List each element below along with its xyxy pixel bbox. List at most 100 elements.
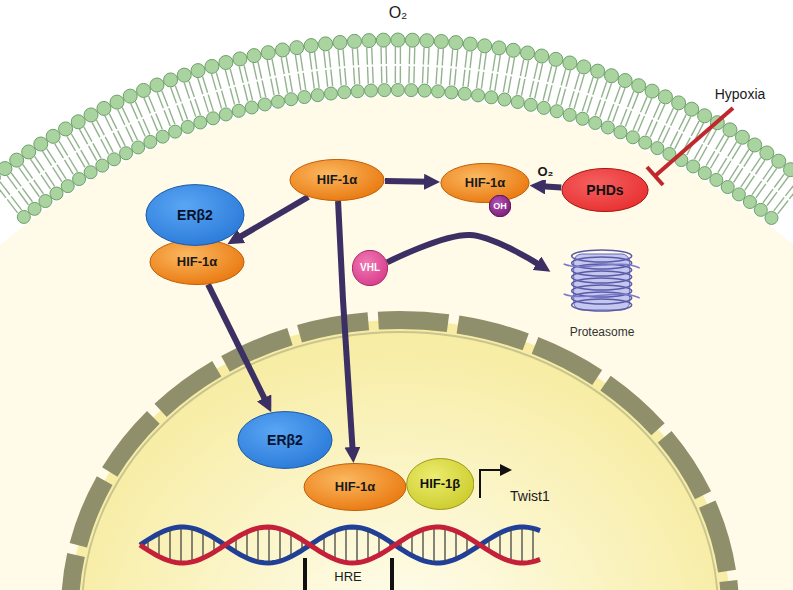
- lipid-tail: [289, 75, 292, 92]
- lipid-tail: [211, 74, 216, 90]
- lipid-head: [723, 123, 737, 137]
- lipid-tail: [315, 52, 317, 69]
- lipid-tail: [767, 192, 777, 206]
- lipid-tail: [621, 109, 627, 125]
- lipid-head: [245, 101, 258, 114]
- protein-ellipse: HIF-1α: [440, 163, 530, 203]
- lipid-tail: [413, 66, 415, 83]
- lipid-head: [735, 130, 749, 144]
- protein-ellipse: HIF-1α: [303, 463, 407, 511]
- lipid-head: [698, 109, 712, 123]
- lipid-head: [17, 210, 30, 223]
- lipid-head: [784, 163, 793, 177]
- node-text: HIF-1α: [177, 255, 218, 270]
- shape-fill: [562, 168, 648, 211]
- lipid-head: [108, 153, 121, 166]
- lipid-tail: [109, 114, 117, 129]
- lipid-head: [144, 135, 157, 148]
- lipid-tail: [354, 67, 355, 84]
- arrow-connector: [338, 201, 353, 451]
- lipid-tail: [71, 134, 80, 149]
- lipid-head: [84, 108, 98, 122]
- lipid-tail: [553, 67, 557, 84]
- dna-rung: [499, 533, 500, 557]
- lipid-head: [304, 39, 318, 53]
- node-text: VHL: [360, 262, 380, 274]
- gene-label: Twist1: [510, 488, 550, 504]
- lipid-tail: [386, 66, 388, 83]
- lipid-tail: [135, 102, 142, 118]
- lipid-tail: [195, 99, 200, 115]
- lipid-tail: [561, 69, 565, 85]
- dna-rung: [180, 527, 181, 563]
- shape-fill: [441, 163, 529, 202]
- lipid-head: [601, 121, 614, 134]
- vhl-circle: VHL: [352, 250, 388, 286]
- lipid-head: [233, 52, 247, 66]
- lipid-head: [524, 98, 537, 111]
- lipid-head: [261, 46, 275, 60]
- lipid-tail: [561, 89, 565, 105]
- lipid-tail: [778, 200, 788, 213]
- lipid-head: [563, 56, 577, 70]
- lipid-tail: [286, 56, 289, 73]
- lipid-tail: [34, 180, 44, 194]
- node-text: ERβ2: [267, 432, 303, 448]
- lipid-tail: [235, 87, 239, 103]
- lipid-head: [61, 180, 74, 193]
- lipid-head: [521, 46, 535, 60]
- lipid-head: [207, 112, 220, 125]
- lipid-tail: [463, 70, 465, 87]
- lipid-head: [589, 117, 602, 130]
- lipid-head: [39, 195, 52, 208]
- lipid-tail: [312, 72, 314, 89]
- dna-rung: [422, 530, 423, 561]
- lipid-tail: [45, 172, 54, 186]
- edge-label: O₂: [536, 165, 556, 180]
- lipid-head: [485, 91, 498, 104]
- lipid-head: [285, 93, 298, 106]
- lipid-head: [645, 84, 659, 98]
- lipid-tail: [481, 72, 483, 89]
- lipid-tail: [144, 98, 151, 114]
- lipid-tail: [171, 87, 177, 103]
- lipid-head: [22, 145, 36, 159]
- lipid-head: [205, 59, 219, 73]
- lipid-tail: [352, 49, 353, 66]
- lipid-head: [492, 41, 506, 55]
- lipid-tail: [530, 81, 534, 98]
- lipid-tail: [556, 87, 560, 103]
- lipid-tail: [699, 147, 707, 162]
- lipid-head: [271, 95, 284, 108]
- lipid-tail: [408, 66, 410, 83]
- shape-fill: [304, 463, 406, 510]
- lipid-tail: [257, 82, 261, 99]
- lipid-head: [97, 101, 111, 115]
- lipid-tail: [600, 101, 606, 117]
- lipid-tail: [81, 150, 90, 165]
- lipid-tail: [606, 83, 612, 99]
- lipid-tail: [548, 66, 552, 83]
- lipid-tail: [258, 62, 262, 79]
- lipid-head: [449, 36, 463, 50]
- lipid-tail: [93, 143, 101, 158]
- lipid-tail: [11, 196, 21, 209]
- lipid-tail: [789, 185, 793, 198]
- hydroxyl-circle: OH: [489, 195, 511, 217]
- dna-rung: [158, 533, 159, 556]
- lipid-tail: [548, 85, 552, 102]
- lipid-head: [110, 95, 124, 109]
- lipid-head: [191, 64, 205, 78]
- node-text: ERβ2: [177, 207, 213, 223]
- lipid-tail: [343, 49, 344, 66]
- lipid-tail: [23, 164, 33, 178]
- lipid-head: [351, 85, 364, 98]
- lipid-tail: [359, 67, 360, 84]
- lipid-tail: [645, 99, 652, 115]
- lipid-head: [391, 33, 405, 47]
- lipid-head: [626, 131, 639, 144]
- lipid-head: [391, 84, 404, 97]
- lipid-tail: [566, 70, 570, 86]
- lipid-tail: [498, 55, 501, 72]
- lipid-tail: [423, 48, 425, 65]
